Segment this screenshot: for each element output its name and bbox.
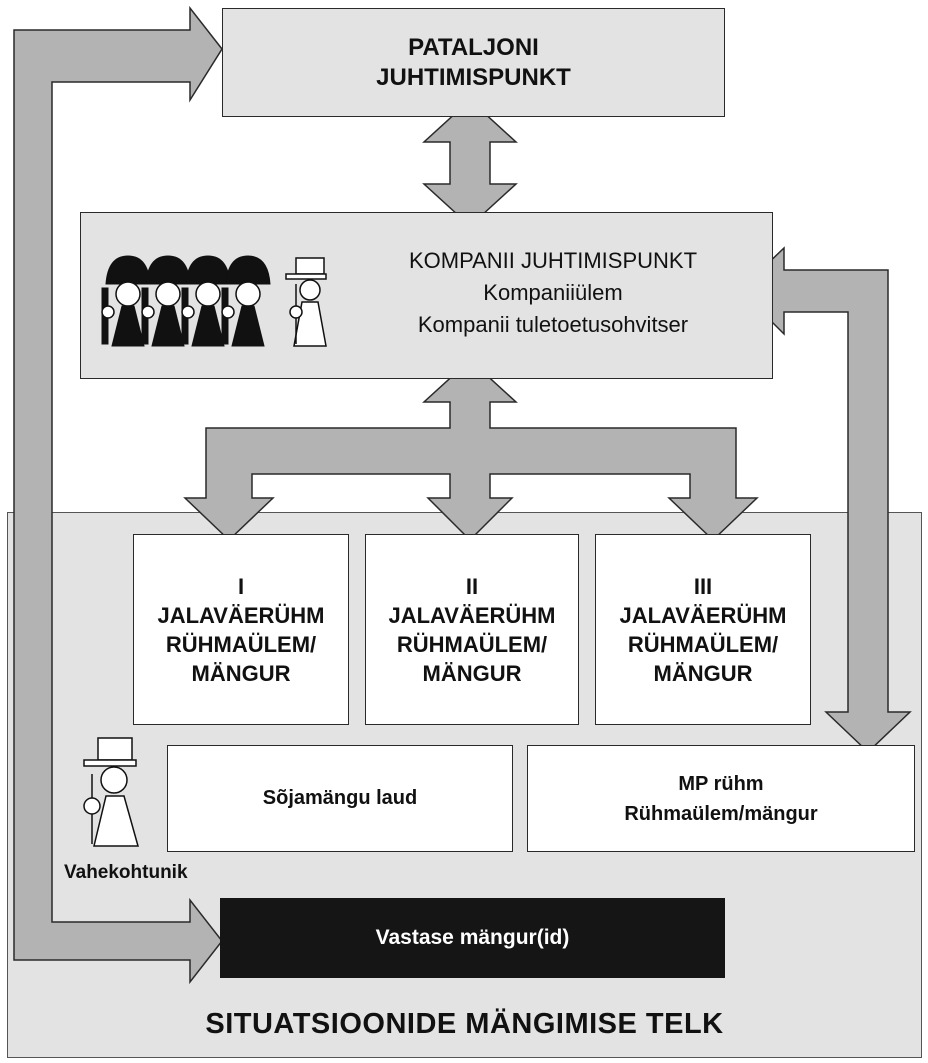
helmet-soldier-icon bbox=[141, 255, 191, 347]
platoon-2-box: II JALAVÄERÜHM RÜHMAÜLEM/ MÄNGUR bbox=[365, 534, 579, 725]
platoon-3-box: III JALAVÄERÜHM RÜHMAÜLEM/ MÄNGUR bbox=[595, 534, 811, 725]
wargame-table-box: Sõjamängu laud bbox=[167, 745, 513, 852]
platoon-type: JALAVÄERÜHM bbox=[619, 602, 787, 628]
helmet-soldier-icon bbox=[101, 255, 151, 347]
opponent-label: Vastase mängur(id) bbox=[375, 926, 570, 949]
platoon-player: MÄNGUR bbox=[653, 660, 753, 686]
umpire-label: Vahekohtunik bbox=[64, 862, 188, 883]
company-staff-figures bbox=[101, 255, 327, 347]
platoon-1-box: I JALAVÄERÜHM RÜHMAÜLEM/ MÄNGUR bbox=[133, 534, 349, 725]
battalion-title-line1: PATALJONI bbox=[408, 33, 539, 61]
platoon-player: MÄNGUR bbox=[422, 660, 522, 686]
platoon-type: JALAVÄERÜHM bbox=[157, 602, 325, 628]
platoon-player: MÄNGUR bbox=[191, 660, 291, 686]
wargame-table-label: Sõjamängu laud bbox=[262, 787, 418, 809]
platoon-numeral: III bbox=[693, 573, 713, 599]
helmet-soldier-icon bbox=[181, 255, 231, 347]
officer-icon bbox=[285, 257, 327, 347]
company-fire-support-officer: Kompanii tuletoetusohvitser bbox=[417, 312, 689, 337]
company-title: KOMPANII JUHTIMISPUNKT bbox=[408, 248, 698, 273]
tent-title: SITUATSIOONIDE MÄNGIMISE TELK bbox=[205, 1008, 724, 1040]
platoon-type: JALAVÄERÜHM bbox=[388, 602, 556, 628]
battalion-command-post: PATALJONI JUHTIMISPUNKT bbox=[222, 8, 725, 117]
battalion-company-arrow bbox=[422, 98, 518, 228]
platoon-numeral: II bbox=[465, 573, 479, 599]
company-commander: Kompaniiülem bbox=[483, 280, 623, 305]
company-text: KOMPANII JUHTIMISPUNKT Kompaniiülem Komp… bbox=[353, 245, 753, 341]
helmet-soldier-icon bbox=[221, 255, 271, 347]
company-platoons-arrow bbox=[183, 358, 759, 542]
platoon-role: RÜHMAÜLEM/ bbox=[165, 631, 317, 657]
platoon-numeral: I bbox=[237, 573, 245, 599]
mp-platoon-role: Rühmaülem/mängur bbox=[624, 802, 818, 825]
platoon-role: RÜHMAÜLEM/ bbox=[396, 631, 548, 657]
platoon-role: RÜHMAÜLEM/ bbox=[627, 631, 779, 657]
umpire-icon bbox=[83, 737, 139, 847]
mp-platoon-box: MP rühm Rühmaülem/mängur bbox=[527, 745, 915, 852]
opponent-box: Vastase mängur(id) bbox=[220, 898, 725, 978]
mp-platoon-title: MP rühm bbox=[678, 772, 764, 795]
battalion-title-line2: JUHTIMISPUNKT bbox=[376, 63, 571, 91]
